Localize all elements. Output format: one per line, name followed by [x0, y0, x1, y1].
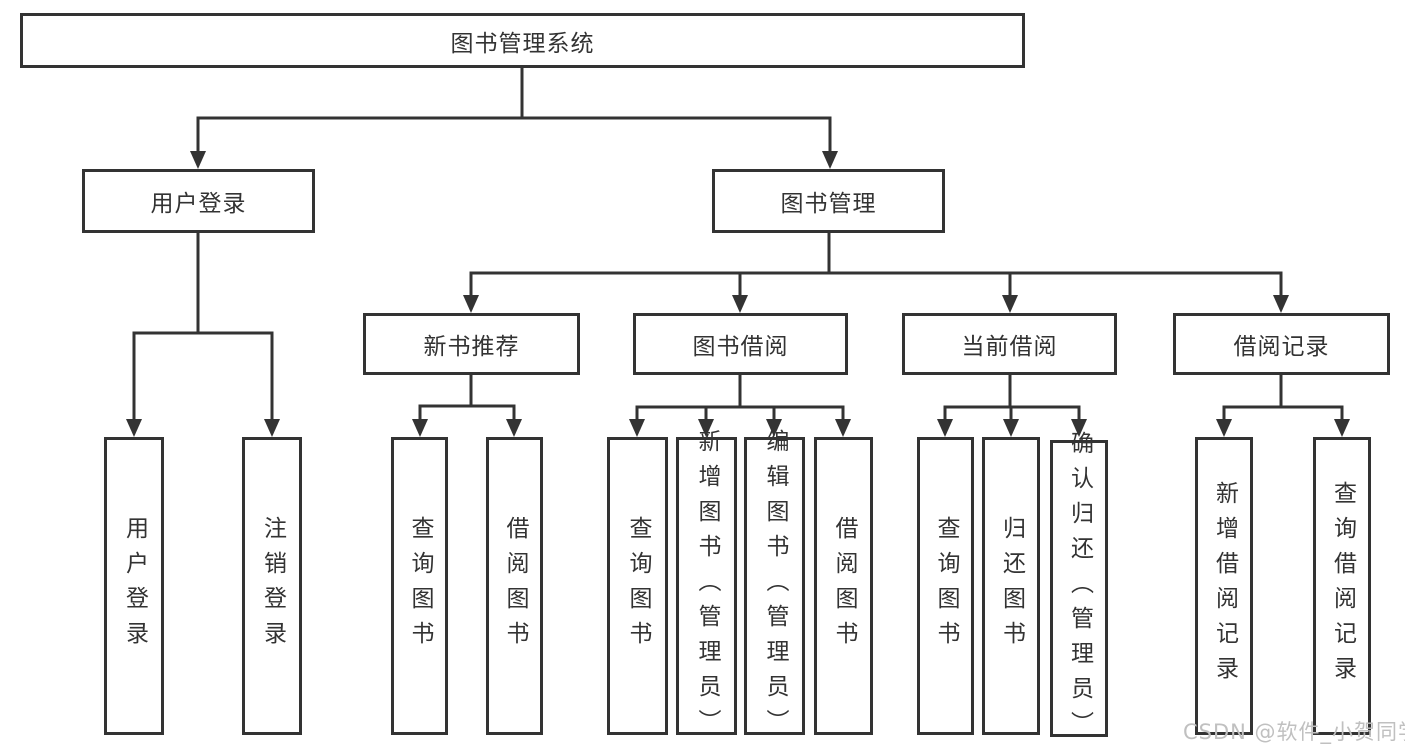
leaf-label: 查询借阅记录: [1329, 481, 1356, 691]
leaf-label: 新增图书（管理员）: [694, 428, 720, 744]
leaf-add-book-admin: 新增图书（管理员）: [676, 429, 737, 744]
node-current-borrow: 当前借阅: [902, 313, 1117, 375]
csdn-watermark: CSDN @软件_小贺同学: [1183, 720, 1405, 744]
leaf-query-borrow-record: 查询借阅记录: [1313, 437, 1371, 735]
leaf-label: 注销登录: [259, 516, 286, 656]
leaf-label: 借阅图书: [502, 516, 528, 656]
leaf-borrow-book-1: 借阅图书: [486, 437, 543, 735]
leaf-borrow-book-2: 借阅图书: [814, 437, 873, 735]
leaf-logout: 注销登录: [242, 437, 302, 735]
leaf-label: 查询图书: [933, 516, 959, 656]
node-book-management: 图书管理: [712, 169, 945, 233]
leaf-confirm-return-admin: 确认归还（管理员）: [1050, 431, 1108, 746]
leaf-label: 用户登录: [121, 516, 148, 656]
leaf-user-login: 用户登录: [104, 437, 164, 735]
node-new-book-recommend: 新书推荐: [363, 313, 580, 375]
leaf-label: 查询图书: [407, 516, 433, 656]
node-book-borrow: 图书借阅: [633, 313, 848, 375]
leaf-add-borrow-record: 新增借阅记录: [1195, 437, 1253, 735]
leaf-edit-book-admin: 编辑图书（管理员）: [744, 429, 805, 744]
arrowhead-icons: [126, 151, 1350, 437]
leaf-return-book: 归还图书: [982, 437, 1040, 735]
leaf-label: 查询图书: [625, 516, 651, 656]
leaf-label: 借阅图书: [831, 516, 857, 656]
leaf-query-book-1: 查询图书: [391, 437, 448, 735]
node-root-system: 图书管理系统: [20, 13, 1025, 68]
leaf-query-book-3: 查询图书: [917, 437, 974, 735]
leaf-query-book-2: 查询图书: [607, 437, 668, 735]
leaf-label: 编辑图书（管理员）: [762, 428, 788, 744]
node-user-login: 用户登录: [82, 169, 315, 233]
node-borrow-record: 借阅记录: [1173, 313, 1390, 375]
leaf-label: 新增借阅记录: [1211, 481, 1238, 691]
leaf-label: 归还图书: [998, 516, 1025, 656]
leaf-label: 确认归还（管理员）: [1066, 431, 1093, 746]
